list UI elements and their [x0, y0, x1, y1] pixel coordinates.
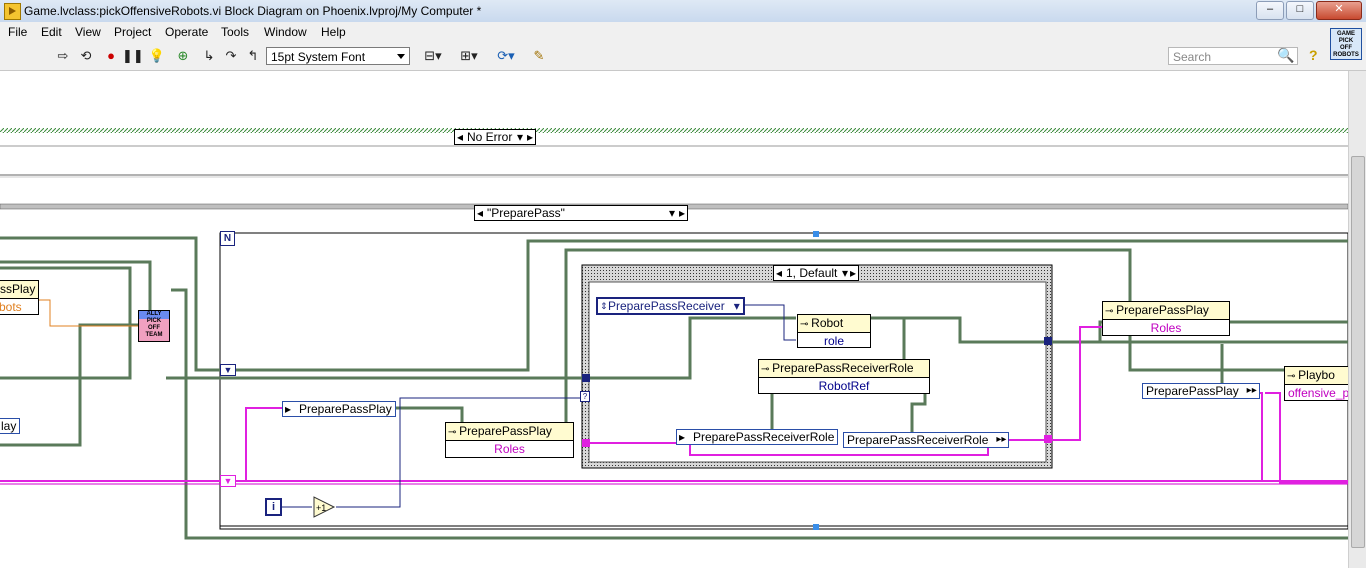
- shift-register-left[interactable]: ▼: [220, 364, 236, 376]
- tunnel: [1044, 435, 1052, 443]
- case-selector-terminal: ?: [580, 391, 590, 402]
- tunnel: [582, 374, 590, 382]
- step-out-icon[interactable]: ↰: [247, 48, 259, 63]
- step-over-icon[interactable]: ↷: [225, 48, 237, 63]
- labview-app-icon: [4, 3, 21, 20]
- align-objects-icon[interactable]: ⊟▾: [424, 48, 442, 63]
- abort-icon[interactable]: ●: [107, 48, 115, 63]
- partial-unbundle-node[interactable]: ssPlay bots: [0, 280, 39, 315]
- menu-tools[interactable]: Tools: [221, 25, 250, 39]
- menu-project[interactable]: Project: [114, 25, 152, 39]
- prepare-pass-play-const-right[interactable]: PreparePassPlay ▸▸: [1142, 383, 1260, 399]
- menu-bar: File Edit View Project Operate Tools Win…: [0, 22, 1366, 43]
- error-case-selector[interactable]: ◂ No Error ▾ ▸: [454, 129, 536, 145]
- robot-unbundle-node[interactable]: ⊸ Robot role: [797, 314, 871, 348]
- font-selector[interactable]: 15pt System Font: [266, 47, 410, 65]
- menu-window[interactable]: Window: [264, 25, 307, 39]
- window-title: Game.lvclass:pickOffensiveRobots.vi Bloc…: [24, 4, 482, 18]
- title-bar: Game.lvclass:pickOffensiveRobots.vi Bloc…: [0, 0, 1366, 23]
- pick-off-team-subvi[interactable]: ALLY PICK OFF TEAM: [138, 310, 170, 342]
- prepare-pass-play-node-left[interactable]: ⊸ PreparePassPlay Roles: [445, 422, 574, 458]
- receiver-role-node[interactable]: ⊸ PreparePassReceiverRole RobotRef: [758, 359, 930, 394]
- tunnel: [582, 439, 590, 447]
- context-help-icon[interactable]: ?: [1309, 47, 1318, 63]
- toolbar: ⇨ ⟲ ● ❚❚ 💡 ⊕ ↳ ↷ ↰ 15pt System Font ⊟▾ ⊞…: [0, 43, 1366, 71]
- shift-register-string[interactable]: ▼: [220, 475, 236, 487]
- prepare-pass-play-const[interactable]: ▸ PreparePassPlay: [282, 401, 396, 417]
- menu-view[interactable]: View: [75, 25, 101, 39]
- increment-label: +1: [316, 503, 326, 513]
- partial-node-value: bots: [0, 300, 22, 314]
- iteration-terminal[interactable]: i: [265, 498, 282, 516]
- tunnel: [1044, 337, 1052, 345]
- prepare-pass-play-node-right[interactable]: ⊸ PreparePassPlay Roles: [1102, 301, 1230, 336]
- search-input[interactable]: Search: [1168, 47, 1298, 65]
- scrollbar-thumb[interactable]: [1351, 156, 1365, 548]
- highlight-execution-icon[interactable]: 💡: [148, 48, 166, 63]
- receiver-role-const-2[interactable]: PreparePassReceiverRole ▸▸: [843, 432, 1010, 448]
- retain-wire-values-icon[interactable]: ⊕: [177, 48, 189, 63]
- run-continuously-icon[interactable]: ⟲: [80, 48, 92, 63]
- menu-file[interactable]: File: [8, 25, 28, 39]
- resize-handle-bottom[interactable]: [813, 524, 819, 530]
- outer-case-selector[interactable]: ◂ "PreparePass" ▾ ▸: [474, 205, 688, 221]
- minimize-button[interactable]: –: [1256, 1, 1284, 20]
- maximize-button[interactable]: □: [1286, 1, 1314, 20]
- partial-node-title: ssPlay: [0, 281, 38, 299]
- error-case-border-top: [0, 128, 1348, 133]
- menu-edit[interactable]: Edit: [41, 25, 62, 39]
- ref-wires: [279, 304, 796, 508]
- inner-case-selector[interactable]: ◂ 1, Default ▾ ▸: [773, 265, 859, 281]
- class-wires: [0, 236, 1348, 540]
- increment-node[interactable]: [313, 496, 336, 518]
- receiver-role-const[interactable]: ▸ PreparePassReceiverRole: [676, 429, 839, 445]
- playbook-node[interactable]: ⊸ Playbo offensive_p: [1284, 366, 1354, 401]
- reorder-icon[interactable]: ⟳▾: [497, 48, 515, 63]
- cleanup-diagram-icon[interactable]: ✎: [533, 48, 545, 63]
- block-diagram[interactable]: +1 ◂ No Error ▾ ▸ ◂ "PreparePass" ▾ ▸ ◂ …: [0, 71, 1354, 568]
- resize-handle-top[interactable]: [813, 231, 819, 237]
- vi-icon[interactable]: GAME PICK OFF ROBOTS: [1330, 28, 1362, 60]
- distribute-objects-icon[interactable]: ⊞▾: [460, 48, 478, 63]
- menu-help[interactable]: Help: [321, 25, 346, 39]
- chevron-down-icon: [397, 54, 405, 59]
- close-button[interactable]: ✕: [1316, 1, 1362, 20]
- loop-count-terminal[interactable]: N: [220, 231, 235, 246]
- receiver-enum-const[interactable]: ⇕ PreparePassReceiver ▾: [596, 297, 745, 315]
- run-arrow-icon[interactable]: ⇨: [57, 48, 69, 63]
- step-into-icon[interactable]: ↳: [203, 48, 215, 63]
- menu-operate[interactable]: Operate: [165, 25, 209, 39]
- search-icon[interactable]: 🔍: [1277, 47, 1295, 63]
- pause-icon[interactable]: ❚❚: [122, 48, 144, 63]
- partial-const[interactable]: lay: [0, 418, 21, 434]
